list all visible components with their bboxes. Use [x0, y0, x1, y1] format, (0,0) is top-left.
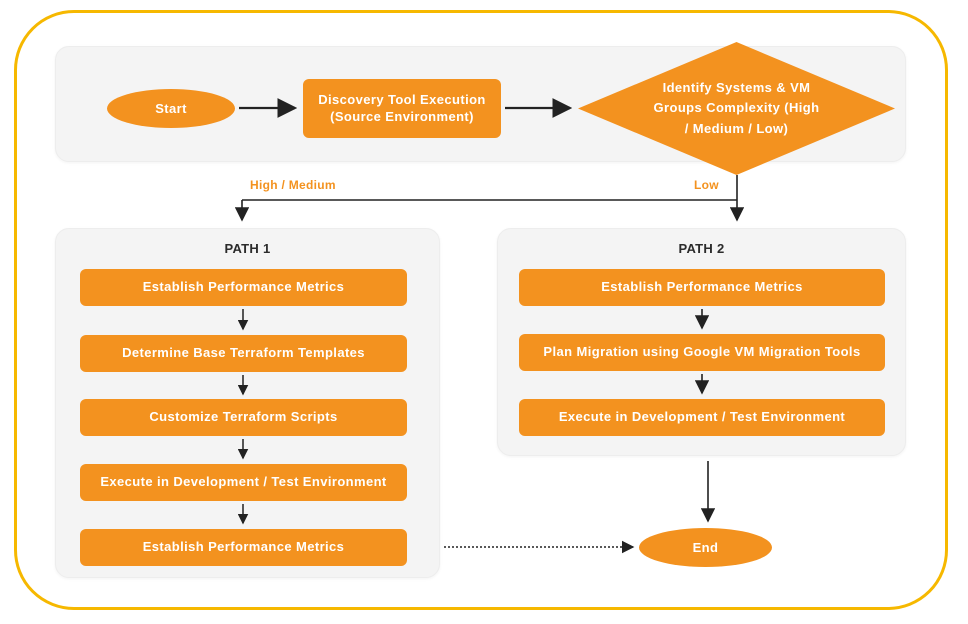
diamond-shape-icon — [578, 42, 895, 175]
decision-line1: Identify Systems & VM — [662, 80, 811, 96]
node-decision-complexity[interactable]: Identify Systems & VM Groups Complexity … — [578, 42, 895, 175]
branch-label-high-medium: High / Medium — [250, 178, 336, 192]
path2-step-2[interactable]: Plan Migration using Google VM Migration… — [519, 334, 885, 371]
path1-step-1[interactable]: Establish Performance Metrics — [80, 269, 407, 306]
path-2-title: PATH 2 — [678, 241, 725, 256]
branch-label-low: Low — [694, 178, 719, 192]
path1-step-4[interactable]: Execute in Development / Test Environmen… — [80, 464, 407, 501]
node-start[interactable]: Start — [107, 89, 235, 128]
path1-step-5[interactable]: Establish Performance Metrics — [80, 529, 407, 566]
node-decision-label: Identify Systems & VM Groups Complexity … — [578, 42, 895, 175]
decision-line3: / Medium / Low) — [684, 120, 789, 136]
path2-step-1[interactable]: Establish Performance Metrics — [519, 269, 885, 306]
node-end[interactable]: End — [639, 528, 772, 567]
path-1-title: PATH 1 — [224, 241, 271, 256]
path1-step-2[interactable]: Determine Base Terraform Templates — [80, 335, 407, 372]
node-discovery-line2: (Source Environment) — [330, 108, 474, 124]
node-discovery-tool-execution[interactable]: Discovery Tool Execution (Source Environ… — [303, 79, 501, 138]
node-discovery-line1: Discovery Tool Execution — [318, 92, 486, 108]
path1-step-3[interactable]: Customize Terraform Scripts — [80, 399, 407, 436]
decision-line2: Groups Complexity (High — [653, 100, 820, 116]
path2-step-3[interactable]: Execute in Development / Test Environmen… — [519, 399, 885, 436]
